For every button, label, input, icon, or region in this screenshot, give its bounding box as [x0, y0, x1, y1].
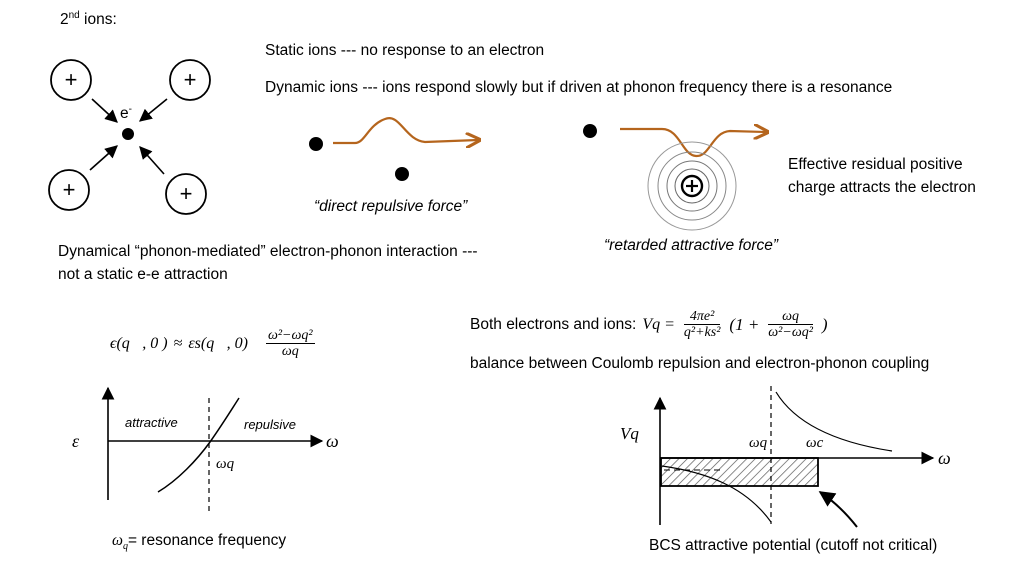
graph2-x-label: ω	[938, 448, 951, 468]
static-ions-text: Static ions --- no response to an electr…	[265, 42, 545, 59]
arrow-ion-top-left	[91, 98, 118, 123]
graph2-y-label: Vq	[620, 424, 639, 443]
omega-c-marker: ωc	[806, 435, 824, 451]
omega-q-marker: ωq	[216, 456, 235, 472]
omega-q-marker-2: ωq	[749, 435, 768, 451]
epsilon-approx: ≈	[173, 334, 183, 352]
balance-text: balance between Coulomb repulsion and el…	[470, 355, 930, 372]
repulsive-label: repulsive	[244, 417, 297, 432]
ion-bottom-right	[165, 173, 207, 215]
vq-formula: Both electrons and ions: Vq = 4πe² q²+ks…	[470, 309, 828, 340]
ion-concentric-circles	[647, 141, 737, 231]
vq-fraction-phonon: ωq ω²−ωq²	[768, 309, 813, 340]
electron-dot	[122, 128, 134, 140]
trajectory-curve-repulsive	[333, 117, 478, 143]
electron-dot-right	[583, 124, 597, 138]
attractive-label: attractive	[125, 415, 178, 430]
graph1-x-label: ω	[326, 431, 339, 451]
section-heading: 2nd ions:	[60, 9, 117, 28]
resonance-frequency-caption: ωq= resonance frequency	[112, 532, 287, 553]
ion-plus-sign: +	[64, 67, 78, 92]
epsilon-fraction: ω²−ωq² ωq	[265, 328, 315, 359]
vq-paren-open: (1 +	[729, 314, 760, 334]
trajectory-curve-attractive	[620, 129, 766, 158]
vq-paren-close: )	[821, 314, 828, 334]
arrow-ion-bottom-right	[139, 146, 165, 175]
effective-charge-line2: charge attracts the electron	[788, 179, 976, 196]
epsilon-lhs: ϵ(q⃗, 0 )	[110, 334, 168, 352]
bcs-pointer-arrow	[818, 491, 858, 528]
dynamical-interaction-line1: Dynamical “phonon-mediated” electron-pho…	[58, 243, 478, 260]
vq-formula-lhs: Vq =	[642, 315, 675, 333]
retarded-attractive-caption: “retarded attractive force”	[604, 237, 779, 254]
graph-vq	[653, 386, 935, 528]
electron-dot-lower	[395, 167, 409, 181]
epsilon-rhs: εs(q⃗, 0)	[188, 334, 248, 352]
electron-label: e-	[120, 103, 132, 122]
graph1-y-label: ε	[72, 431, 80, 451]
ion-bottom-left	[48, 169, 90, 211]
ion-top-left	[50, 59, 92, 101]
bcs-hatched-box	[660, 457, 819, 487]
dynamical-interaction-line2: not a static e-e attraction	[58, 266, 228, 283]
arrow-ion-top-right	[139, 98, 168, 122]
ion-plus-sign: +	[183, 67, 197, 92]
direct-repulsive-caption: “direct repulsive force”	[314, 198, 468, 215]
effective-charge-line1: Effective residual positive	[788, 156, 963, 173]
vq-attractive-branch	[661, 465, 772, 523]
vq-fraction-coulomb: 4πe² q²+ks²	[683, 309, 721, 340]
epsilon-formula: ϵ(q⃗, 0 ) ≈ εs(q⃗, 0) ω²−ωq² ωq	[110, 328, 318, 359]
electron-dot-left	[309, 137, 323, 151]
vq-formula-prefix: Both electrons and ions:	[470, 315, 637, 333]
graph-epsilon	[101, 386, 324, 512]
bcs-caption: BCS attractive potential (cutoff not cri…	[649, 537, 938, 554]
ion-plus-sign: +	[179, 181, 193, 206]
arrow-ion-bottom-left	[89, 145, 118, 171]
ion-plus-sign: +	[62, 177, 76, 202]
ion-top-right	[169, 59, 211, 101]
dynamic-ions-text: Dynamic ions --- ions respond slowly but…	[265, 79, 893, 96]
vq-repulsive-branch	[775, 391, 893, 452]
epsilon-curve	[157, 397, 240, 493]
